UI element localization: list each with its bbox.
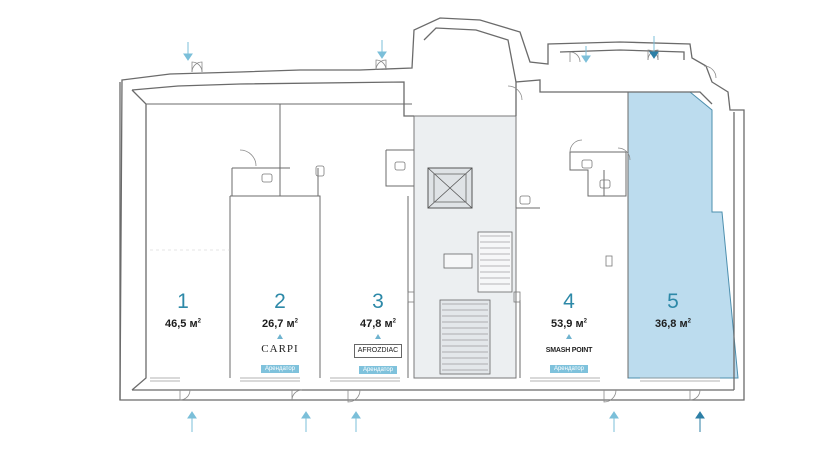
unit-2-area-sup: 2	[294, 318, 298, 325]
outer-walls	[119, 17, 745, 401]
unit-1-number: 1	[177, 290, 189, 313]
unit-4-number[interactable]: 4	[563, 290, 575, 313]
unit-2-number[interactable]: 2	[274, 290, 286, 313]
unit-1-area-value: 46,5 м	[165, 318, 198, 330]
unit-4-area-value: 53,9 м	[551, 318, 584, 330]
door-swings	[179, 49, 717, 403]
unit-5-area-sup: 2	[687, 318, 691, 325]
unit-4-tenant[interactable]: SMASH POINT Арендатор	[529, 332, 609, 375]
tenant-badge: Арендатор	[358, 366, 398, 374]
unit-3-area-value: 47,8 м	[360, 318, 393, 330]
tenant-marker-icon	[277, 334, 283, 339]
unit-5-number[interactable]: 5	[667, 290, 679, 313]
unit-2-area: 26,7 м2	[240, 318, 320, 330]
tenant-badge: Арендатор	[260, 365, 300, 373]
tenant-logo: CARPI	[261, 343, 299, 355]
windows	[150, 377, 720, 382]
unit-3-tenant[interactable]: AFROZDIAC Арендатор	[338, 332, 418, 376]
unit-4-area: 53,9 м2	[529, 318, 609, 330]
unit-2-area-value: 26,7 м	[262, 318, 295, 330]
tenant-logo: SMASH POINT	[545, 347, 593, 354]
tenant-badge: Арендатор	[549, 365, 589, 373]
unit-1-area: 46,5 м2	[143, 318, 223, 330]
unit-5-area: 36,8 м2	[633, 318, 713, 330]
unit-3-number[interactable]: 3	[372, 290, 384, 313]
unit-2-tenant[interactable]: CARPI Арендатор	[240, 332, 320, 375]
unit-3-area-sup: 2	[392, 318, 396, 325]
central-core	[413, 115, 517, 379]
tenant-logo: AFROZDIAC	[353, 344, 403, 358]
interior-walls	[146, 92, 629, 378]
tenant-marker-icon	[566, 334, 572, 339]
unit-5-area-value: 36,8 м	[655, 318, 688, 330]
unit-5-highlight[interactable]	[627, 91, 739, 379]
tenant-marker-icon	[375, 334, 381, 339]
unit-3-area: 47,8 м2	[338, 318, 418, 330]
restroom-fixtures	[261, 159, 613, 303]
unit-1-area-sup: 2	[197, 318, 201, 325]
unit-4-area-sup: 2	[583, 318, 587, 325]
entrance-arrows	[183, 36, 705, 432]
